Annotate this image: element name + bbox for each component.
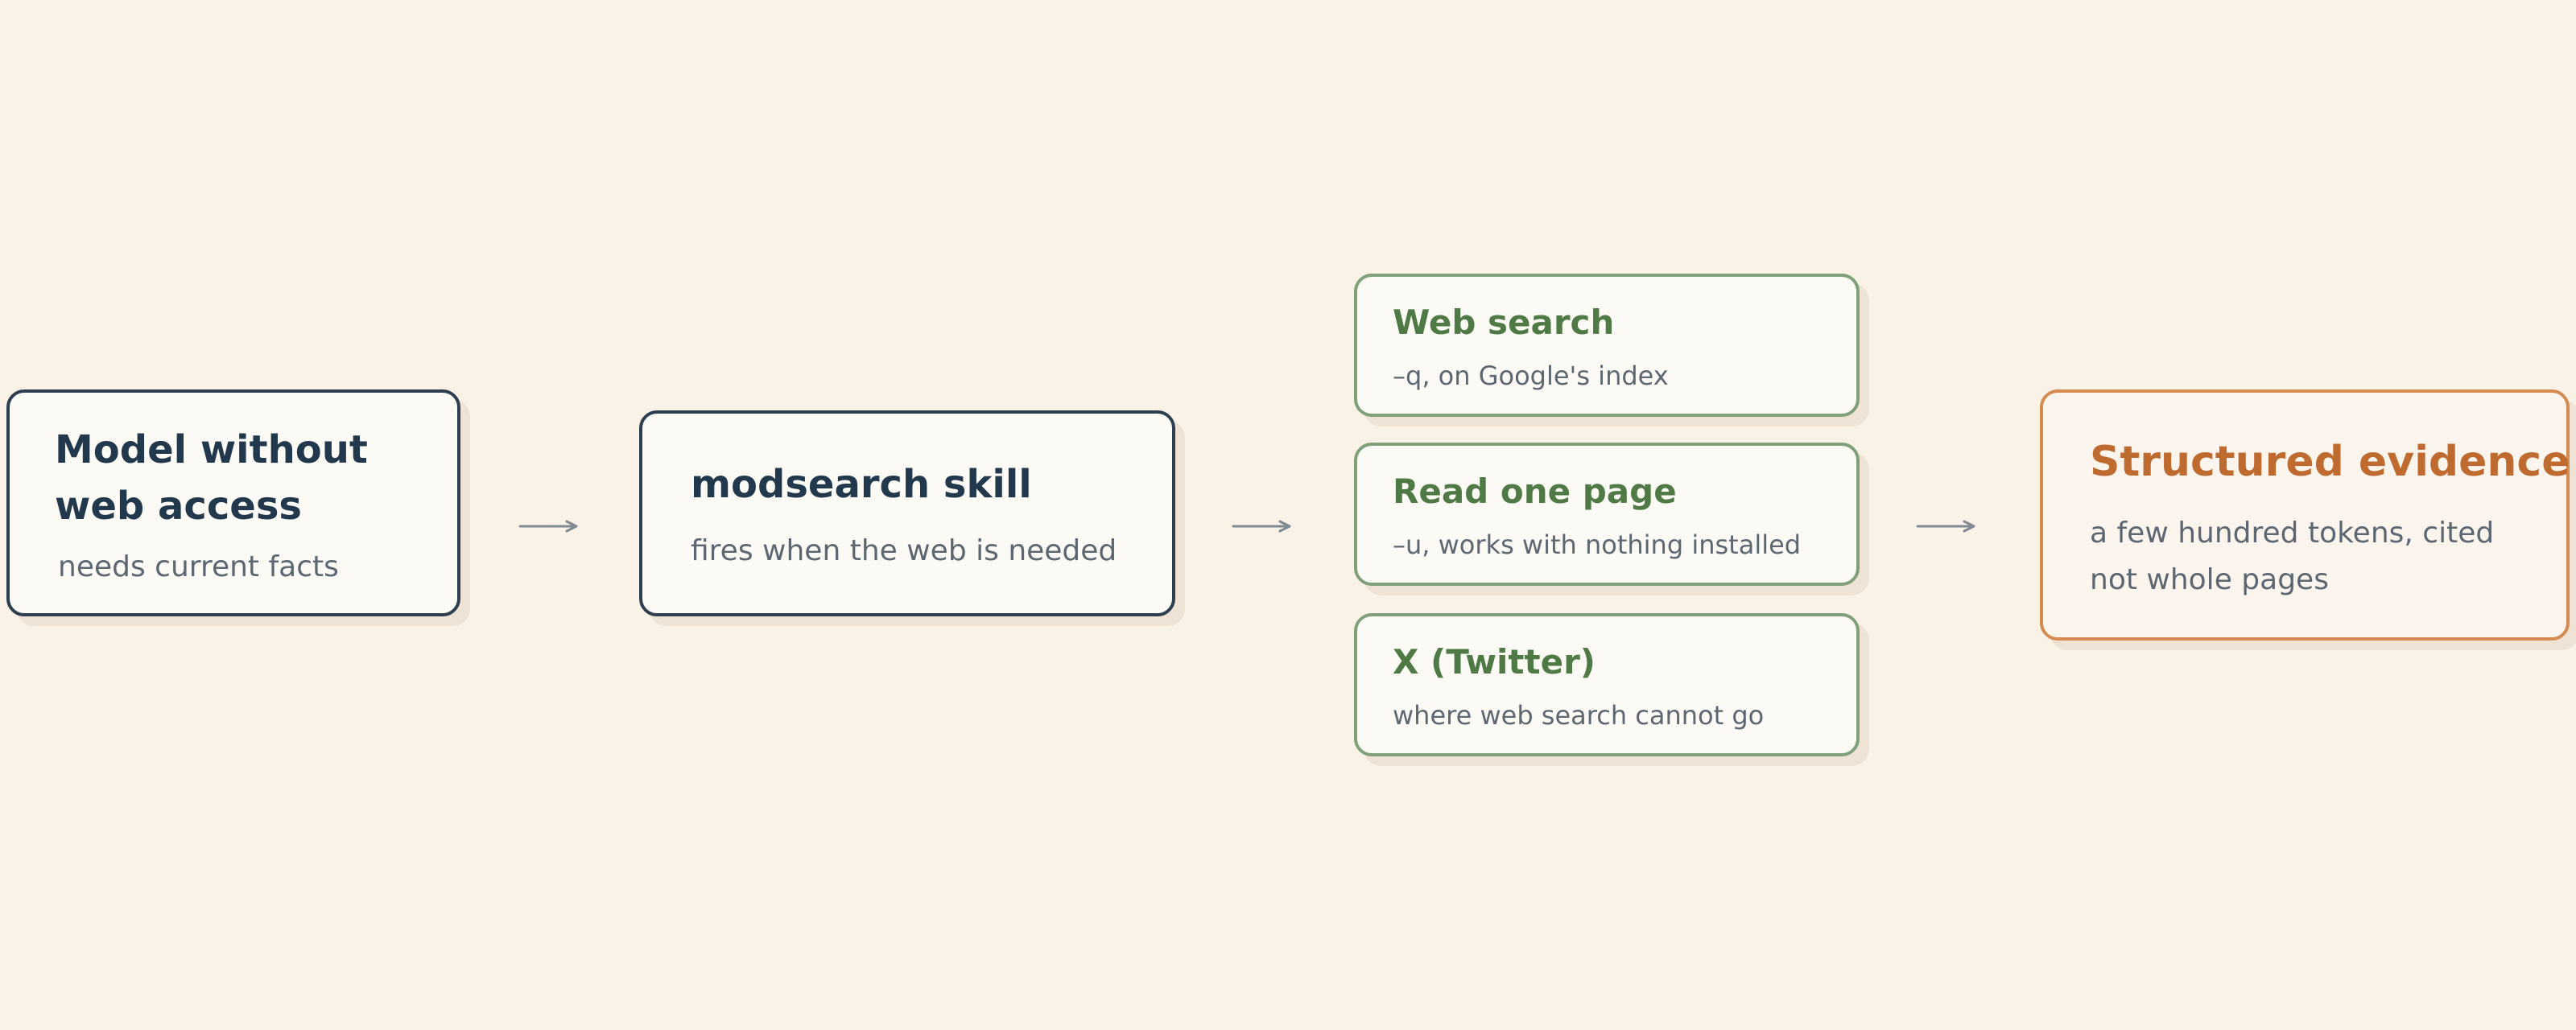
x-twitter-subtitle: where web search cannot go bbox=[1393, 700, 1765, 731]
arrow-right-icon-svg bbox=[1916, 520, 1975, 533]
model-node-subtitle: needs current facts bbox=[58, 550, 339, 583]
web-search-subtitle: –q, on Google's index bbox=[1393, 360, 1669, 391]
model-node: Model without web access needs current f… bbox=[6, 389, 460, 616]
arrow-right-icon bbox=[518, 518, 583, 534]
model-node-title: Model without web access bbox=[55, 427, 368, 529]
read-one-page-subtitle: –u, works with nothing installed bbox=[1393, 529, 1802, 560]
structured-evidence-title: Structured evidence bbox=[2090, 438, 2570, 486]
arrow-right-icon-svg bbox=[518, 520, 578, 533]
arrow-right-icon bbox=[1232, 518, 1296, 534]
modsearch-skill-node: modsearch skill fires when the web is ne… bbox=[639, 410, 1175, 616]
x-twitter-title: X (Twitter) bbox=[1393, 642, 1596, 682]
web-search-title: Web search bbox=[1393, 303, 1615, 342]
x-twitter-node: X (Twitter) where web search cannot go bbox=[1354, 613, 1860, 756]
structured-evidence-node: Structured evidence a few hundred tokens… bbox=[2040, 389, 2570, 641]
arrow-right-icon-svg bbox=[1232, 520, 1291, 533]
modsearch-skill-subtitle: fires when the web is needed bbox=[691, 534, 1117, 567]
arrow-right-icon bbox=[1916, 518, 1980, 534]
modsearch-skill-title: modsearch skill bbox=[691, 462, 1032, 507]
web-search-node: Web search –q, on Google's index bbox=[1354, 274, 1860, 417]
read-one-page-node: Read one page –u, works with nothing ins… bbox=[1354, 443, 1860, 586]
read-one-page-title: Read one page bbox=[1393, 472, 1677, 511]
structured-evidence-subtitle: a few hundred tokens, cited not whole pa… bbox=[2090, 517, 2495, 596]
